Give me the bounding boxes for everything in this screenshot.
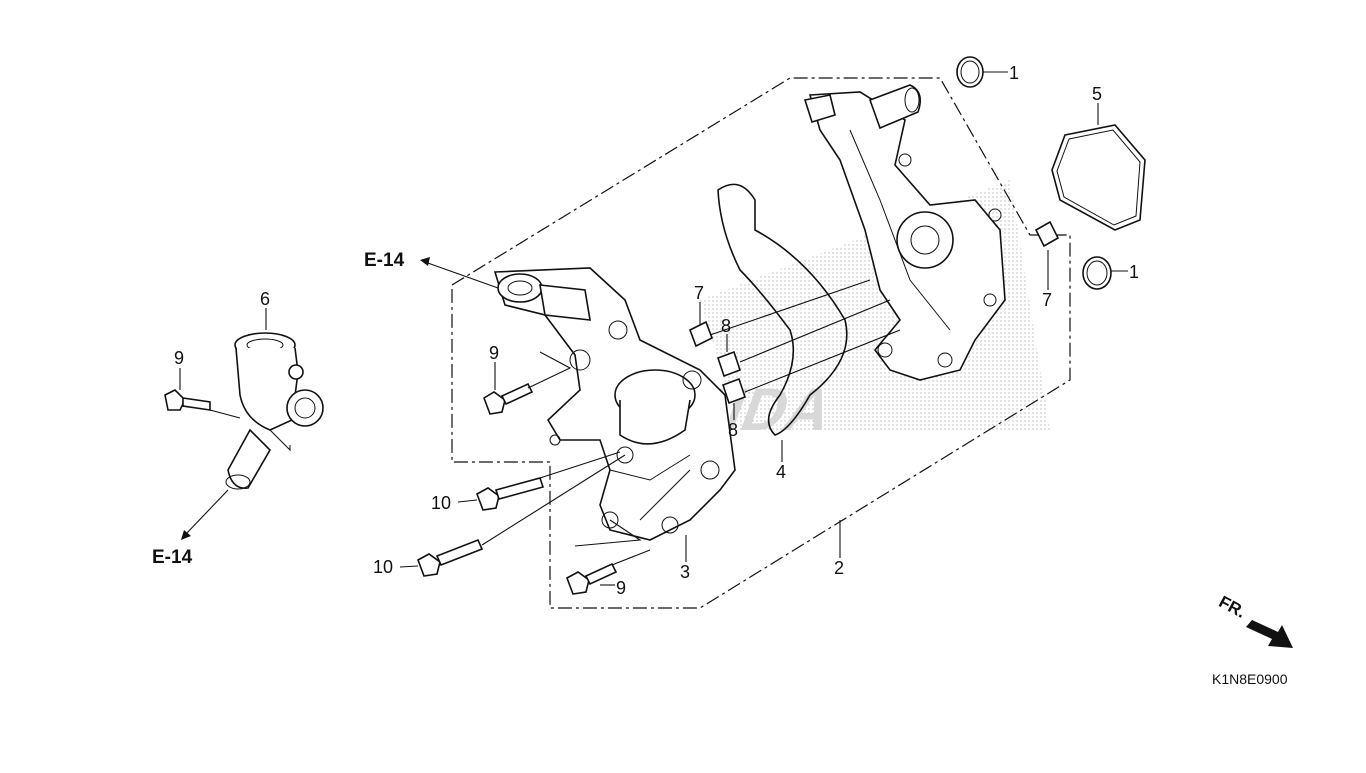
o-ring-right [1082, 256, 1112, 290]
callout-9-center: 9 [489, 343, 499, 363]
bolt-long-upper [476, 477, 545, 511]
callout-7-center: 7 [694, 283, 704, 303]
dowel-pin-lower [721, 377, 747, 405]
callout-8-upper: 8 [721, 316, 731, 336]
diagram-code: K1N8E0900 [1212, 671, 1288, 687]
dowel-right [1034, 220, 1060, 248]
dowel-center [688, 320, 714, 348]
bolt-center-upper [483, 382, 534, 415]
bolt-left-small [164, 389, 211, 411]
assembly-boundary [451, 77, 1071, 609]
callout-labels: 1 1 2 3 4 5 6 7 7 8 8 9 9 9 10 10 [174, 63, 1139, 598]
callout-7-right: 7 [1042, 290, 1052, 310]
bolt-center-lower [566, 562, 618, 595]
reference-e14-lower: E-14 [152, 547, 193, 568]
callout-9-left: 9 [174, 348, 184, 368]
dowel-pin-upper [716, 350, 742, 378]
gasket-pump [717, 183, 848, 436]
thermostat-housing [225, 332, 324, 490]
callout-2: 2 [834, 558, 844, 578]
callout-10-upper: 10 [431, 493, 451, 513]
callout-8-lower: 8 [728, 420, 738, 440]
leader-lines [179, 71, 1128, 586]
callout-10-lower: 10 [373, 557, 393, 577]
front-direction-arrow [1246, 620, 1293, 648]
gasket-right [1051, 124, 1146, 231]
callout-4: 4 [776, 462, 786, 482]
callout-9-lower: 9 [616, 578, 626, 598]
callout-1-top: 1 [1009, 63, 1019, 83]
reference-e14-upper: E-14 [364, 250, 405, 271]
callout-6: 6 [260, 289, 270, 309]
reference-arrows [181, 257, 499, 540]
callout-1-right: 1 [1129, 262, 1139, 282]
callout-3: 3 [680, 562, 690, 582]
water-pump-body [803, 84, 1006, 381]
callout-5: 5 [1092, 84, 1102, 104]
front-direction-label: FR. [1216, 592, 1249, 622]
water-pump-housing [493, 267, 736, 541]
bolt-long-lower [417, 538, 484, 577]
